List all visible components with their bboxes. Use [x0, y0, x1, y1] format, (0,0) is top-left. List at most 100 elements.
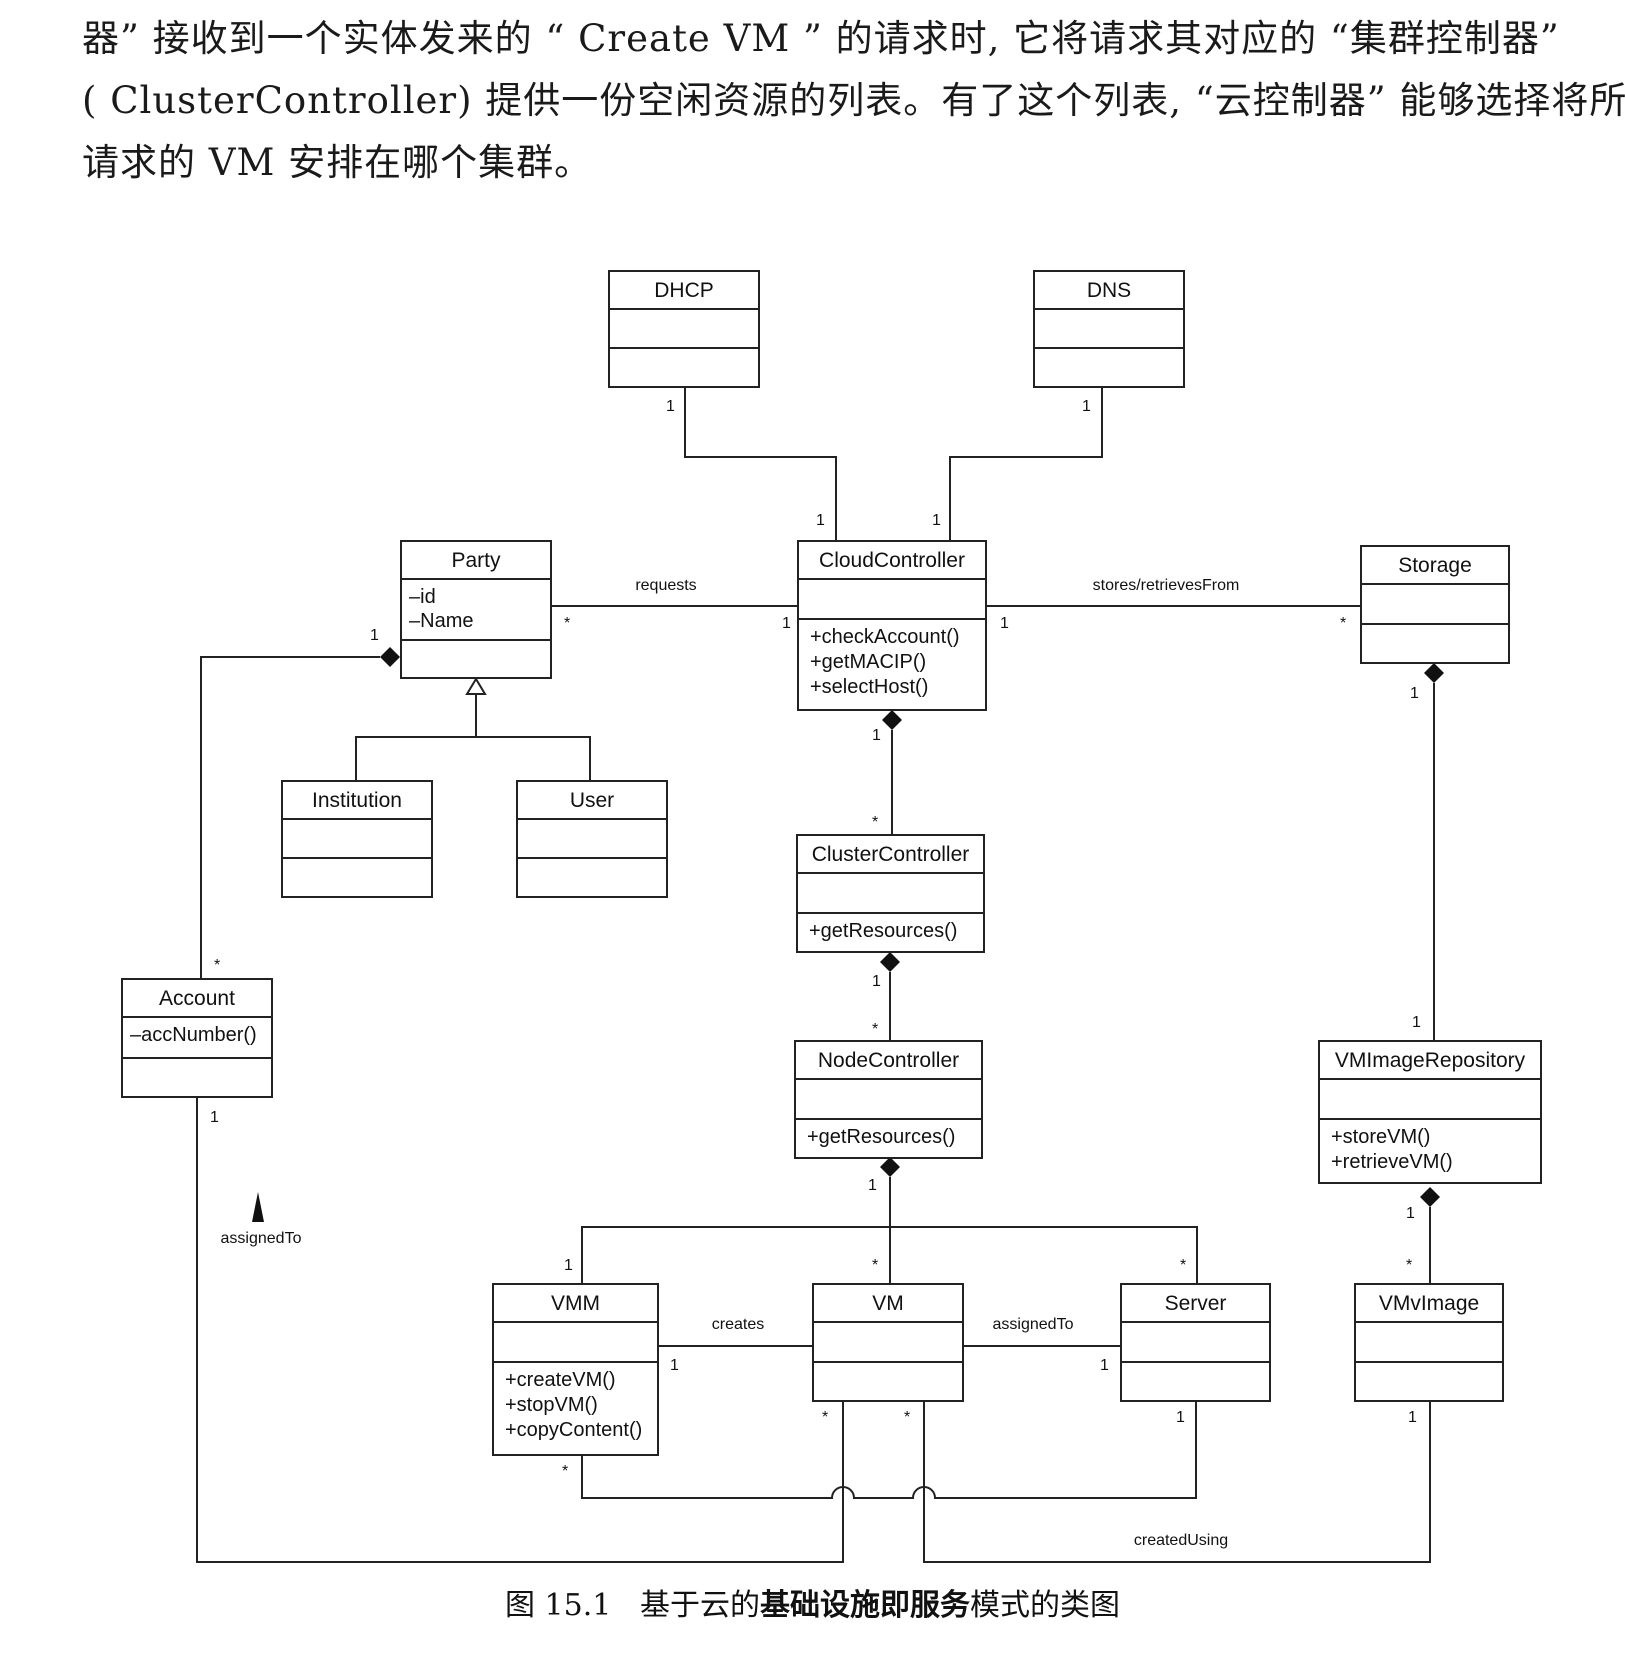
- class-box-server: [1120, 1283, 1271, 1402]
- mult-cloud-requests: 1: [782, 615, 791, 632]
- mult-cloud-dns: 1: [932, 512, 941, 529]
- class-name-storage: Storage: [1398, 554, 1472, 577]
- class-method: +getMACIP(): [810, 651, 926, 673]
- class-account: Account –accNumber(): [121, 978, 273, 1098]
- mult-vmm-node: 1: [564, 1257, 573, 1274]
- class-name-dhcp: DHCP: [654, 279, 714, 302]
- class-box-vmvimage: [1354, 1283, 1504, 1402]
- party-account-link: [200, 656, 380, 979]
- class-vmvimage: VMvImage: [1354, 1283, 1504, 1402]
- class-method: +retrieveVM(): [1331, 1151, 1453, 1173]
- class-name-vmvimage: VMvImage: [1379, 1292, 1479, 1315]
- class-user: User: [516, 780, 668, 898]
- class-box-party: [400, 540, 552, 679]
- class-attribute: –accNumber(): [130, 1024, 257, 1046]
- inheritance-link: [355, 694, 591, 781]
- connectors: [196, 388, 1444, 1563]
- created-using-label: createdUsing: [1134, 1532, 1228, 1549]
- mult-repository-vmvimage: 1: [1406, 1205, 1415, 1222]
- class-name-vmm: VMM: [551, 1292, 600, 1315]
- mult-node-children: 1: [868, 1177, 877, 1194]
- caption-text-bold: 基础设施即服务: [759, 1588, 970, 1623]
- class-name-user: User: [570, 789, 614, 812]
- class-method: +storeVM(): [1331, 1126, 1430, 1148]
- account-assigned-label: assignedTo: [221, 1230, 302, 1247]
- class-box-account: [121, 978, 273, 1098]
- paragraph-line-3: 请求的 VM 安排在哪个集群。: [82, 141, 593, 184]
- class-method: +checkAccount(): [810, 626, 960, 648]
- mult-server-node: *: [1180, 1257, 1186, 1274]
- dhcp-cloudcontroller-link: [684, 388, 837, 540]
- clustercontroller-composition-diamond: [880, 952, 900, 972]
- class-name-vm: VM: [872, 1292, 904, 1315]
- mult-vmvimage-repository: *: [1406, 1257, 1412, 1274]
- mult-cloud-cluster: 1: [872, 727, 881, 744]
- mult-dhcp: 1: [666, 398, 675, 415]
- class-vm: VM: [812, 1283, 964, 1402]
- vmm-server-link: [581, 1400, 1197, 1499]
- mult-vmm-server: *: [562, 1463, 568, 1480]
- paragraph-line-2: ( ClusterController) 提供一份空闲资源的列表。有了这个列表,…: [82, 79, 1625, 122]
- class-name-account: Account: [159, 987, 235, 1010]
- class-attribute: –id: [409, 586, 436, 608]
- class-attribute: –Name: [409, 610, 473, 632]
- class-box-vm: [812, 1283, 964, 1402]
- creates-label: creates: [712, 1316, 764, 1333]
- class-box-nodecontroller: [794, 1040, 983, 1159]
- class-name-clustercontroller: ClusterController: [812, 843, 970, 866]
- class-method: +stopVM(): [505, 1394, 598, 1416]
- class-box-institution: [281, 780, 433, 898]
- mult-dns: 1: [1082, 398, 1091, 415]
- mult-vm-node: *: [872, 1257, 878, 1274]
- class-nodecontroller: NodeController+getResources(): [794, 1040, 983, 1159]
- mult-server-vmm: 1: [1176, 1409, 1185, 1426]
- class-box-cloudcontroller: [797, 540, 987, 711]
- mult-vmvimage-vm: 1: [1408, 1409, 1417, 1426]
- association-labels: requests stores/retrievesFrom creates as…: [221, 577, 1240, 1549]
- class-vmm: VMM +createVM() +stopVM() +copyContent(): [492, 1283, 659, 1456]
- class-clustercontroller: ClusterController+getResources(): [796, 834, 985, 953]
- generalization-triangle: [465, 677, 487, 695]
- class-dhcp: DHCP: [608, 270, 760, 388]
- requests-label: requests: [635, 577, 696, 594]
- class-box-dhcp: [608, 270, 760, 388]
- mult-node-cluster: *: [872, 1021, 878, 1038]
- class-storage: Storage: [1360, 545, 1510, 664]
- class-method: +selectHost(): [810, 676, 928, 698]
- mult-account-party: *: [214, 957, 220, 974]
- mult-party-account: 1: [370, 627, 379, 644]
- class-institution: Institution: [281, 780, 433, 898]
- class-name-cloudcontroller: CloudController: [819, 549, 965, 572]
- repository-composition-diamond: [1420, 1187, 1440, 1207]
- mult-account-vm: 1: [210, 1109, 219, 1126]
- class-box-clustercontroller: [796, 834, 985, 953]
- class-method: +createVM(): [505, 1369, 616, 1391]
- mult-storage-cloud: *: [1340, 615, 1346, 632]
- mult-cluster-cloud: *: [872, 814, 878, 831]
- storage-composition-diamond: [1424, 663, 1444, 683]
- party-composition-diamond: [380, 647, 400, 667]
- class-party: Party–id–Name: [400, 540, 552, 679]
- class-box-vmimagerepository: [1318, 1040, 1542, 1184]
- assigned-to-direction-arrow: [252, 1192, 264, 1222]
- mult-cloud-storage: 1: [1000, 615, 1009, 632]
- class-box-vmm: [492, 1283, 659, 1456]
- dns-cloudcontroller-link: [949, 388, 1103, 540]
- cloudcontroller-composition-diamond: [882, 710, 902, 730]
- class-name-dns: DNS: [1087, 279, 1131, 302]
- class-box-user: [516, 780, 668, 898]
- mult-server-vm: 1: [1100, 1357, 1109, 1374]
- class-method: +getResources(): [807, 1126, 955, 1148]
- nodecontroller-composition-diamond: [880, 1157, 900, 1177]
- caption-text-before: 基于云的: [639, 1588, 760, 1623]
- vm-vmvimage-link: [923, 1400, 1431, 1563]
- mult-vmm-creates: 1: [670, 1357, 679, 1374]
- class-method: +copyContent(): [505, 1419, 642, 1441]
- class-server: Server: [1120, 1283, 1271, 1402]
- mult-vm-vmvimage: *: [904, 1409, 910, 1426]
- class-vmimagerepository: VMImageRepository+storeVM()+retrieveVM(): [1318, 1040, 1542, 1184]
- class-cloudcontroller: CloudController +checkAccount() +getMACIP(…: [797, 540, 987, 711]
- account-vm-link: [196, 1097, 844, 1563]
- class-dns: DNS: [1033, 270, 1185, 388]
